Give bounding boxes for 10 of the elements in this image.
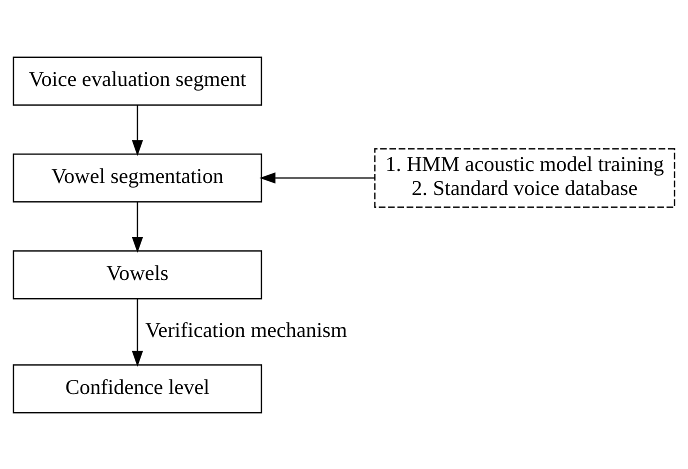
node-box: 1. HMM acoustic model training 2. Standard voice database — [374, 148, 676, 208]
node-box: Vowel segmentation — [12, 152, 262, 202]
arrow — [259, 172, 375, 184]
arrow — [132, 298, 144, 366]
node-box: Confidence level — [12, 364, 262, 413]
node-box: Voice evaluation segment — [12, 56, 262, 106]
arrow — [132, 104, 144, 156]
arrow — [132, 202, 144, 252]
edge-label: Verification mechanism — [145, 317, 348, 342]
node-box: Vowels — [12, 250, 262, 299]
